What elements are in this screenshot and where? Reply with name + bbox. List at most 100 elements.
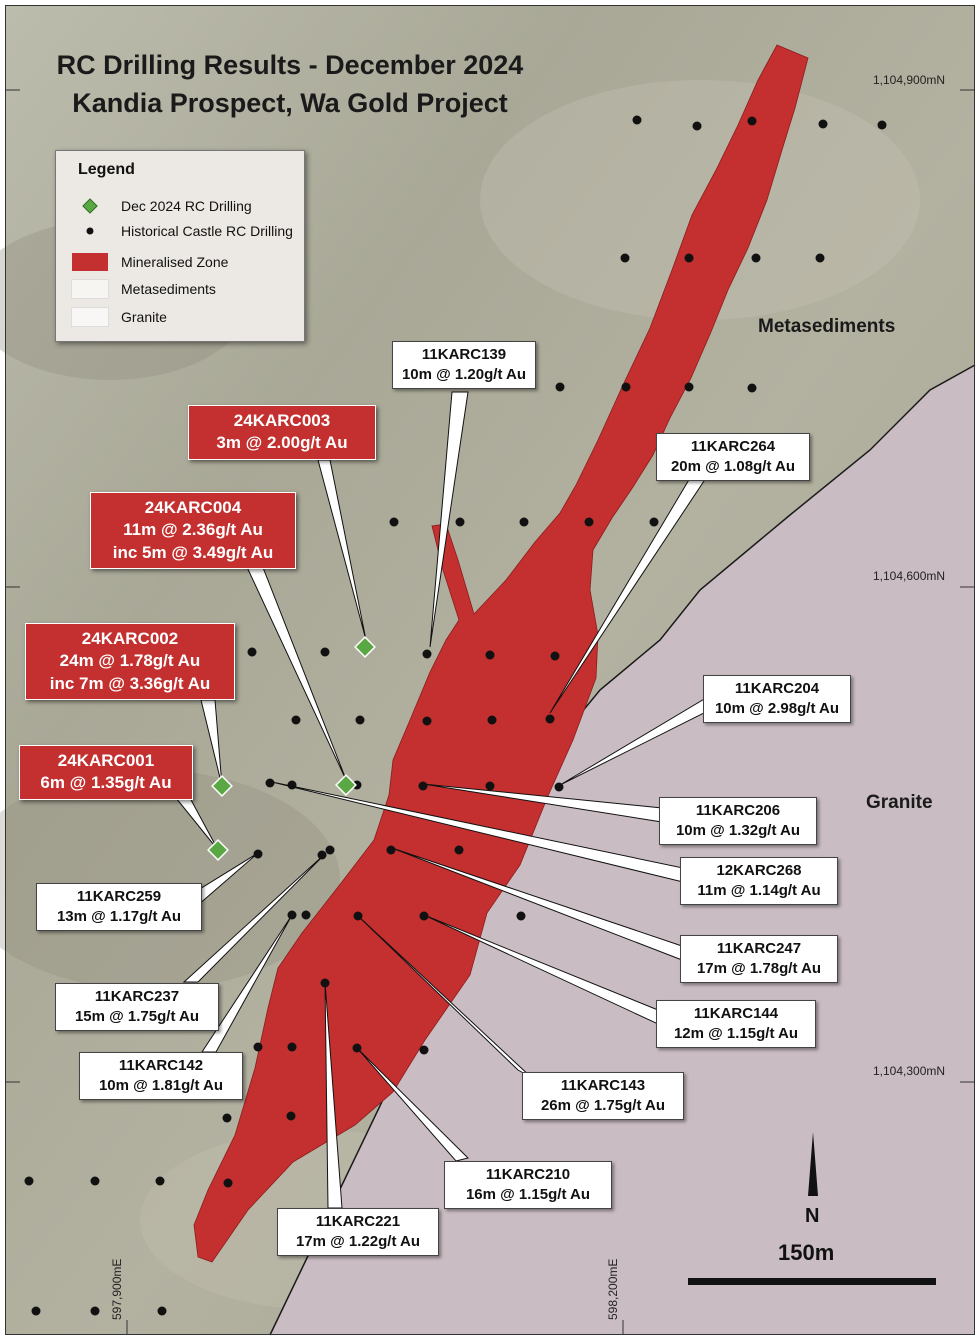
legend-label: Metasediments xyxy=(121,281,216,297)
callout-result: 10m @ 2.98g/t Au xyxy=(714,699,840,717)
historical-hole xyxy=(555,382,565,392)
historical-hole xyxy=(247,647,257,657)
scale-bar-icon xyxy=(688,1278,936,1285)
map-title: RC Drilling Results - December 2024 xyxy=(56,50,524,80)
historical-hole xyxy=(90,1176,100,1186)
historical-hole xyxy=(649,517,659,527)
historical-hole xyxy=(485,650,495,660)
callout-result: 26m @ 1.75g/t Au xyxy=(540,1096,666,1114)
historical-hole xyxy=(253,1042,263,1052)
historical-hole xyxy=(692,121,702,131)
callout-result: 12m @ 1.15g/t Au xyxy=(673,1024,799,1042)
legend-item: Metasediments xyxy=(71,278,216,300)
callout-result: 17m @ 1.22g/t Au xyxy=(295,1232,421,1250)
callout-hole-id: 11KARC247 xyxy=(716,940,802,957)
legend-item: Dec 2024 RC Drilling xyxy=(71,195,252,217)
leader-11karc139 xyxy=(429,391,469,648)
callout-11karc247: 11KARC247 17m @ 1.78g/t Au xyxy=(680,935,838,983)
historical-hole xyxy=(422,716,432,726)
historical-hole xyxy=(352,1043,362,1053)
north-arrow-icon xyxy=(808,1132,818,1196)
historical-hole xyxy=(485,781,495,791)
callout-11karc221: 11KARC221 17m @ 1.22g/t Au xyxy=(277,1208,439,1256)
callout-result: 10m @ 1.81g/t Au xyxy=(98,1076,224,1094)
historical-hole xyxy=(265,778,275,788)
northing-label: 1,104,900mN xyxy=(873,73,946,87)
historical-hole xyxy=(550,651,560,661)
callout-11karc206: 11KARC206 10m @ 1.32g/t Au xyxy=(659,797,817,845)
historical-hole xyxy=(545,714,555,724)
callout-hole-id: 11KARC264 xyxy=(690,438,776,455)
callout-11karc144: 11KARC144 12m @ 1.15g/t Au xyxy=(656,1000,816,1048)
legend-item: Mineralised Zone xyxy=(71,251,228,273)
north-label: N xyxy=(805,1205,820,1227)
callout-hole-id: 11KARC139 xyxy=(421,346,507,363)
callout-11karc264: 11KARC264 20m @ 1.08g/t Au xyxy=(656,433,810,481)
easting-label: 598,200mE xyxy=(606,1258,620,1320)
callout-result: 17m @ 1.78g/t Au xyxy=(696,959,822,977)
scale-label: 150m xyxy=(778,1240,835,1265)
historical-hole xyxy=(818,119,828,129)
metasediments-label: Metasediments xyxy=(758,316,896,337)
historical-hole xyxy=(287,780,297,790)
historical-hole xyxy=(455,517,465,527)
callout-result: 11m @ 2.36g/t Au xyxy=(123,520,263,540)
callout-result: 6m @ 1.35g/t Au xyxy=(40,773,172,793)
dec-2024-hole-24karc001 xyxy=(207,839,229,861)
legend-heading: Legend xyxy=(78,161,135,178)
callout-hole-id: 24KARC004 xyxy=(144,498,242,517)
map-frame xyxy=(5,5,975,1335)
dec-2024-hole-24karc004 xyxy=(335,774,357,796)
callout-hole-id: 11KARC221 xyxy=(315,1213,401,1230)
historical-hole xyxy=(222,1113,232,1123)
historical-hole xyxy=(621,382,631,392)
legend-box: Legend Dec 2024 RC Drilling Historical C… xyxy=(55,150,305,342)
historical-hole xyxy=(223,1178,233,1188)
historical-hole xyxy=(516,911,526,921)
historical-hole xyxy=(454,845,464,855)
historical-hole xyxy=(877,120,887,130)
callout-result: 24m @ 1.78g/t Au xyxy=(59,651,201,671)
legend-label: Historical Castle RC Drilling xyxy=(121,223,293,239)
historical-hole xyxy=(684,253,694,263)
callout-result-inc: inc 7m @ 3.36g/t Au xyxy=(49,673,211,693)
red-swatch-icon xyxy=(72,253,108,271)
callout-hole-id: 11KARC210 xyxy=(485,1166,571,1183)
callout-result-inc: inc 5m @ 3.49g/t Au xyxy=(112,542,274,562)
historical-hole xyxy=(317,850,327,860)
historical-hole xyxy=(24,1176,34,1186)
historical-hole xyxy=(325,845,335,855)
callout-result: 16m @ 1.15g/t Au xyxy=(465,1185,591,1203)
historical-hole xyxy=(419,911,429,921)
callout-11karc204: 11KARC204 10m @ 2.98g/t Au xyxy=(703,675,851,723)
historical-hole xyxy=(287,1042,297,1052)
callout-result: 13m @ 1.17g/t Au xyxy=(56,907,182,925)
callout-24karc002: 24KARC002 24m @ 1.78g/t Au inc 7m @ 3.36… xyxy=(25,623,235,701)
leader-11karc210 xyxy=(356,1047,469,1162)
historical-hole xyxy=(751,253,761,263)
callout-result: 20m @ 1.08g/t Au xyxy=(670,457,796,475)
historical-hole xyxy=(684,382,694,392)
callout-11karc139: 11KARC139 10m @ 1.20g/t Au xyxy=(392,341,536,389)
historical-hole xyxy=(320,978,330,988)
callout-result: 15m @ 1.75g/t Au xyxy=(74,1007,200,1025)
historical-hole xyxy=(253,849,263,859)
callout-11karc210: 11KARC210 16m @ 1.15g/t Au xyxy=(444,1161,612,1209)
historical-hole xyxy=(287,910,297,920)
callout-hole-id: 11KARC206 xyxy=(695,802,781,819)
dec-2024-hole-24karc002 xyxy=(211,775,233,797)
historical-hole xyxy=(301,910,311,920)
callout-hole-id: 12KARC268 xyxy=(716,862,802,879)
callout-hole-id: 24KARC003 xyxy=(233,411,331,430)
terrain-shading xyxy=(0,770,340,990)
leader-11karc237 xyxy=(182,852,327,983)
black-dot-icon xyxy=(86,227,94,235)
historical-hole xyxy=(389,517,399,527)
callout-result: 11m @ 1.14g/t Au xyxy=(697,881,821,899)
leader-24karc003 xyxy=(317,459,367,641)
historical-hole xyxy=(632,115,642,125)
historical-hole xyxy=(584,517,594,527)
callout-24karc003: 24KARC003 3m @ 2.00g/t Au xyxy=(188,405,376,460)
callout-hole-id: 11KARC204 xyxy=(734,680,820,697)
callout-result: 10m @ 1.32g/t Au xyxy=(675,821,801,839)
